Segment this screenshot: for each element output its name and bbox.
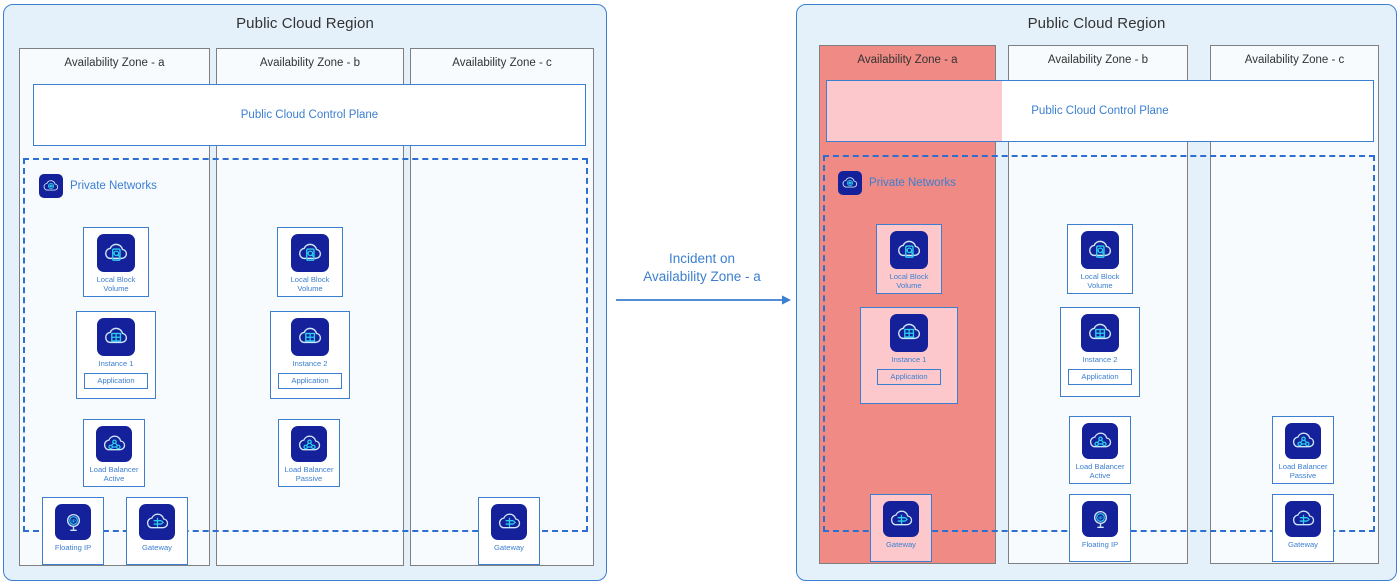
svg-text:IP: IP [1098, 515, 1102, 520]
region-after: Public Cloud Region Availability Zone - … [796, 4, 1397, 581]
load-balancer-icon [291, 426, 327, 462]
control-plane-label: Public Cloud Control Plane [1031, 105, 1169, 117]
gateway-icon [491, 504, 527, 540]
availability-zone-b-label: Availability Zone - b [1047, 53, 1149, 66]
node-caption: Instance 1 [98, 359, 134, 368]
private-networks-cloud-icon [39, 174, 63, 198]
node-caption: Instance 2 [1082, 355, 1118, 364]
node-caption: Load Balancer Active [1075, 462, 1125, 480]
region-before: Public Cloud Region Availability Zone - … [3, 4, 607, 581]
node-caption: Load Balancer Passive [284, 465, 334, 483]
gateway-icon [1285, 501, 1321, 537]
instance-icon [1081, 314, 1119, 352]
node-gateway-az-c-before[interactable]: Gateway [478, 497, 540, 565]
node-caption: Gateway [142, 543, 172, 552]
public-cloud-control-plane-after[interactable]: Public Cloud Control Plane [826, 80, 1374, 142]
node-floating-ip-az-a-before[interactable]: IP Floating IP [42, 497, 104, 565]
node-load-balancer-passive-az-b-before[interactable]: Load Balancer Passive [278, 419, 340, 487]
private-networks-badge-before: Private Networks [39, 174, 157, 198]
node-caption: Local Block Volume [889, 272, 929, 290]
instance-icon [97, 318, 135, 356]
node-caption: Local Block Volume [1080, 272, 1120, 290]
load-balancer-icon [1082, 423, 1118, 459]
private-networks-badge-after: Private Networks [838, 171, 956, 195]
node-gateway-az-a-after[interactable]: Gateway [870, 494, 932, 562]
node-caption: Floating IP [54, 543, 92, 552]
node-caption: Load Balancer Passive [1278, 462, 1328, 480]
application-badge[interactable]: Application [278, 372, 342, 389]
local-block-volume-icon [890, 231, 928, 269]
node-caption: Local Block Volume [290, 275, 330, 293]
gateway-icon [883, 501, 919, 537]
application-badge[interactable]: Application [877, 368, 941, 385]
node-gateway-az-c-after[interactable]: Gateway [1272, 494, 1334, 562]
node-caption: Gateway [1288, 540, 1318, 549]
node-instance-1-az-a-after[interactable]: Instance 1 Application [860, 307, 958, 404]
node-load-balancer-passive-az-c-after[interactable]: Load Balancer Passive [1272, 416, 1334, 484]
instance-icon [890, 314, 928, 352]
local-block-volume-icon [97, 234, 135, 272]
private-networks-label: Private Networks [70, 180, 157, 192]
node-caption: Load Balancer Active [89, 465, 139, 483]
application-badge[interactable]: Application [84, 372, 148, 389]
node-local-block-volume-az-b-before[interactable]: Local Block Volume [277, 227, 343, 297]
node-instance-2-az-b-after[interactable]: Instance 2 Application [1060, 307, 1140, 397]
local-block-volume-icon [291, 234, 329, 272]
region-title-before: Public Cloud Region [236, 15, 374, 32]
availability-zone-a-label: Availability Zone - a [857, 53, 958, 66]
node-local-block-volume-az-b-after[interactable]: Local Block Volume [1067, 224, 1133, 294]
load-balancer-icon [1285, 423, 1321, 459]
local-block-volume-icon [1081, 231, 1119, 269]
instance-icon [291, 318, 329, 356]
node-floating-ip-az-b-after[interactable]: IP Floating IP [1069, 494, 1131, 562]
node-caption: Local Block Volume [96, 275, 136, 293]
node-gateway-az-a-before[interactable]: Gateway [126, 497, 188, 565]
arrow-right-icon [616, 295, 791, 305]
node-load-balancer-active-az-a-before[interactable]: Load Balancer Active [83, 419, 145, 487]
control-plane-incident-overlay [827, 81, 1002, 141]
private-networks-cloud-icon [838, 171, 862, 195]
gateway-icon [139, 504, 175, 540]
incident-transition-label: Incident on Availability Zone - a [643, 251, 761, 285]
svg-text:IP: IP [71, 518, 75, 523]
region-title-after: Public Cloud Region [1027, 15, 1166, 32]
availability-zone-b-label: Availability Zone - b [259, 56, 361, 69]
node-local-block-volume-az-a-after[interactable]: Local Block Volume [876, 224, 942, 294]
control-plane-label: Public Cloud Control Plane [240, 109, 379, 121]
node-local-block-volume-az-a-before[interactable]: Local Block Volume [83, 227, 149, 297]
node-caption: Floating IP [1081, 540, 1119, 549]
node-caption: Gateway [494, 543, 524, 552]
incident-transition: Incident on Availability Zone - a [612, 250, 792, 310]
node-load-balancer-active-az-b-after[interactable]: Load Balancer Active [1069, 416, 1131, 484]
public-cloud-control-plane-before[interactable]: Public Cloud Control Plane [33, 84, 586, 146]
floating-ip-icon: IP [1082, 501, 1118, 537]
availability-zone-c-label: Availability Zone - c [452, 56, 552, 69]
node-caption: Gateway [886, 540, 916, 549]
node-instance-2-az-b-before[interactable]: Instance 2 Application [270, 311, 350, 399]
application-badge[interactable]: Application [1068, 368, 1132, 385]
node-caption: Instance 1 [891, 355, 927, 364]
floating-ip-icon: IP [55, 504, 91, 540]
load-balancer-icon [96, 426, 132, 462]
node-caption: Instance 2 [292, 359, 328, 368]
availability-zone-c-label: Availability Zone - c [1244, 53, 1345, 66]
availability-zone-a-label: Availability Zone - a [64, 56, 165, 69]
node-instance-1-az-a-before[interactable]: Instance 1 Application [76, 311, 156, 399]
private-networks-label: Private Networks [869, 177, 956, 189]
